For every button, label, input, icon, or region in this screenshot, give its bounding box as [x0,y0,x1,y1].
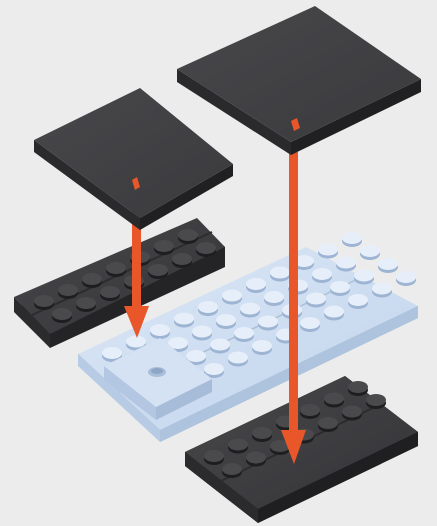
stud [186,350,206,362]
stud [198,301,218,313]
stud [52,308,72,320]
stud [172,253,192,265]
stud [240,303,260,315]
stud [228,439,248,451]
stud [126,336,146,348]
stud [174,313,194,325]
stud [312,268,332,280]
stud [348,294,368,306]
large-dark-tile [177,6,421,155]
stud [102,347,122,359]
stud [246,452,266,464]
stud [82,273,102,285]
stud [348,381,368,393]
stud [354,270,374,282]
stud [222,463,242,475]
stud [34,295,54,307]
stud [210,339,230,351]
stud [252,427,272,439]
stud [204,363,224,375]
stud [228,352,248,364]
stud [300,404,320,416]
stud [100,286,120,298]
stud [76,297,96,309]
stud [196,242,216,254]
stud [264,291,284,303]
stud [246,278,266,290]
stud [234,327,254,339]
stud [342,406,362,418]
stud [204,450,224,462]
stud [330,281,350,293]
stud [324,393,344,405]
small-dark-tile [34,88,233,230]
stud [178,229,198,241]
stud [360,245,380,257]
stud [58,284,78,296]
stud [150,324,170,336]
stud [318,417,338,429]
stud [336,257,356,269]
stud [306,293,326,305]
stud [216,314,236,326]
stud [222,290,242,302]
stud [372,283,392,295]
stud [148,264,168,276]
stud [378,258,398,270]
stud [258,316,278,328]
stud [396,271,416,283]
stud [252,340,272,352]
stud [318,244,338,256]
stud [192,326,212,338]
stud [106,262,126,274]
stud [270,267,290,279]
stud [154,240,174,252]
stud [366,394,386,406]
stud [300,317,320,329]
stud [324,306,344,318]
stud [342,232,362,244]
